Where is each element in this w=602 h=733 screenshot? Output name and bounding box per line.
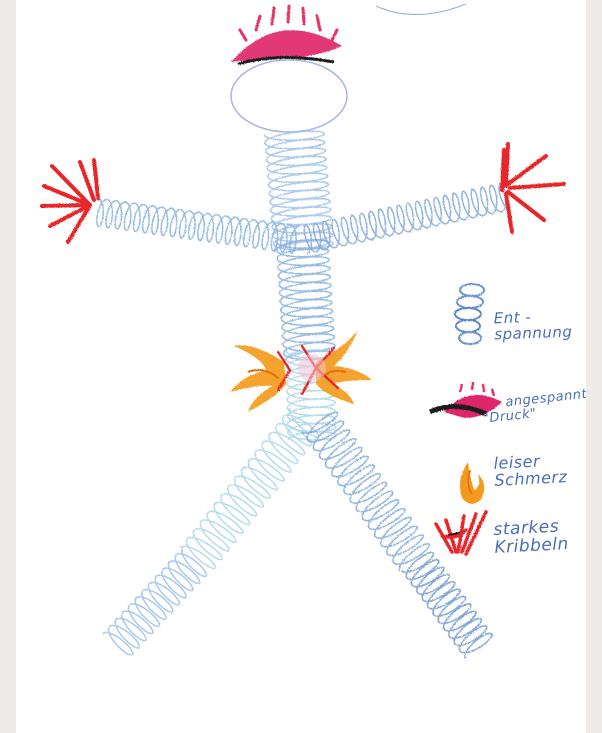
legend-relaxation-symbol [455, 284, 484, 344]
body-map-drawing [16, 0, 586, 733]
legend-relaxation-line2: spannung [494, 324, 573, 342]
legend-tingling-line2: Kribbeln [494, 536, 569, 558]
head-pressure-mark [231, 6, 342, 64]
left-arm-coil [97, 198, 300, 253]
drawing-page: Ent - spannung angespannt "Druck" leiser… [16, 0, 586, 733]
right-arm-coil [304, 183, 511, 253]
right-hand-tingling-mark [502, 144, 564, 232]
left-lower-leg-coil [103, 548, 206, 655]
neck-coil [264, 131, 333, 252]
torso-coil [276, 240, 336, 362]
legend-relaxation-label: Ent - spannung [493, 309, 572, 343]
head-group [231, 6, 347, 132]
relaxation-coils [97, 131, 511, 658]
right-lower-leg-coil [401, 553, 492, 659]
right-upper-leg-coil [302, 412, 430, 571]
legend-tingling-label: starkes Kribbeln [493, 518, 569, 558]
legend-pain-line2: Schmerz [494, 469, 568, 490]
left-hand-tingling-mark [42, 160, 98, 242]
legend-pain-symbol [460, 462, 484, 504]
legend-tingling-symbol [436, 512, 486, 554]
legend-pain-label: leiser Schmerz [493, 452, 568, 489]
left-upper-leg-coil [180, 408, 318, 569]
top-arc-stroke [376, 4, 466, 15]
head-outline [231, 60, 347, 132]
